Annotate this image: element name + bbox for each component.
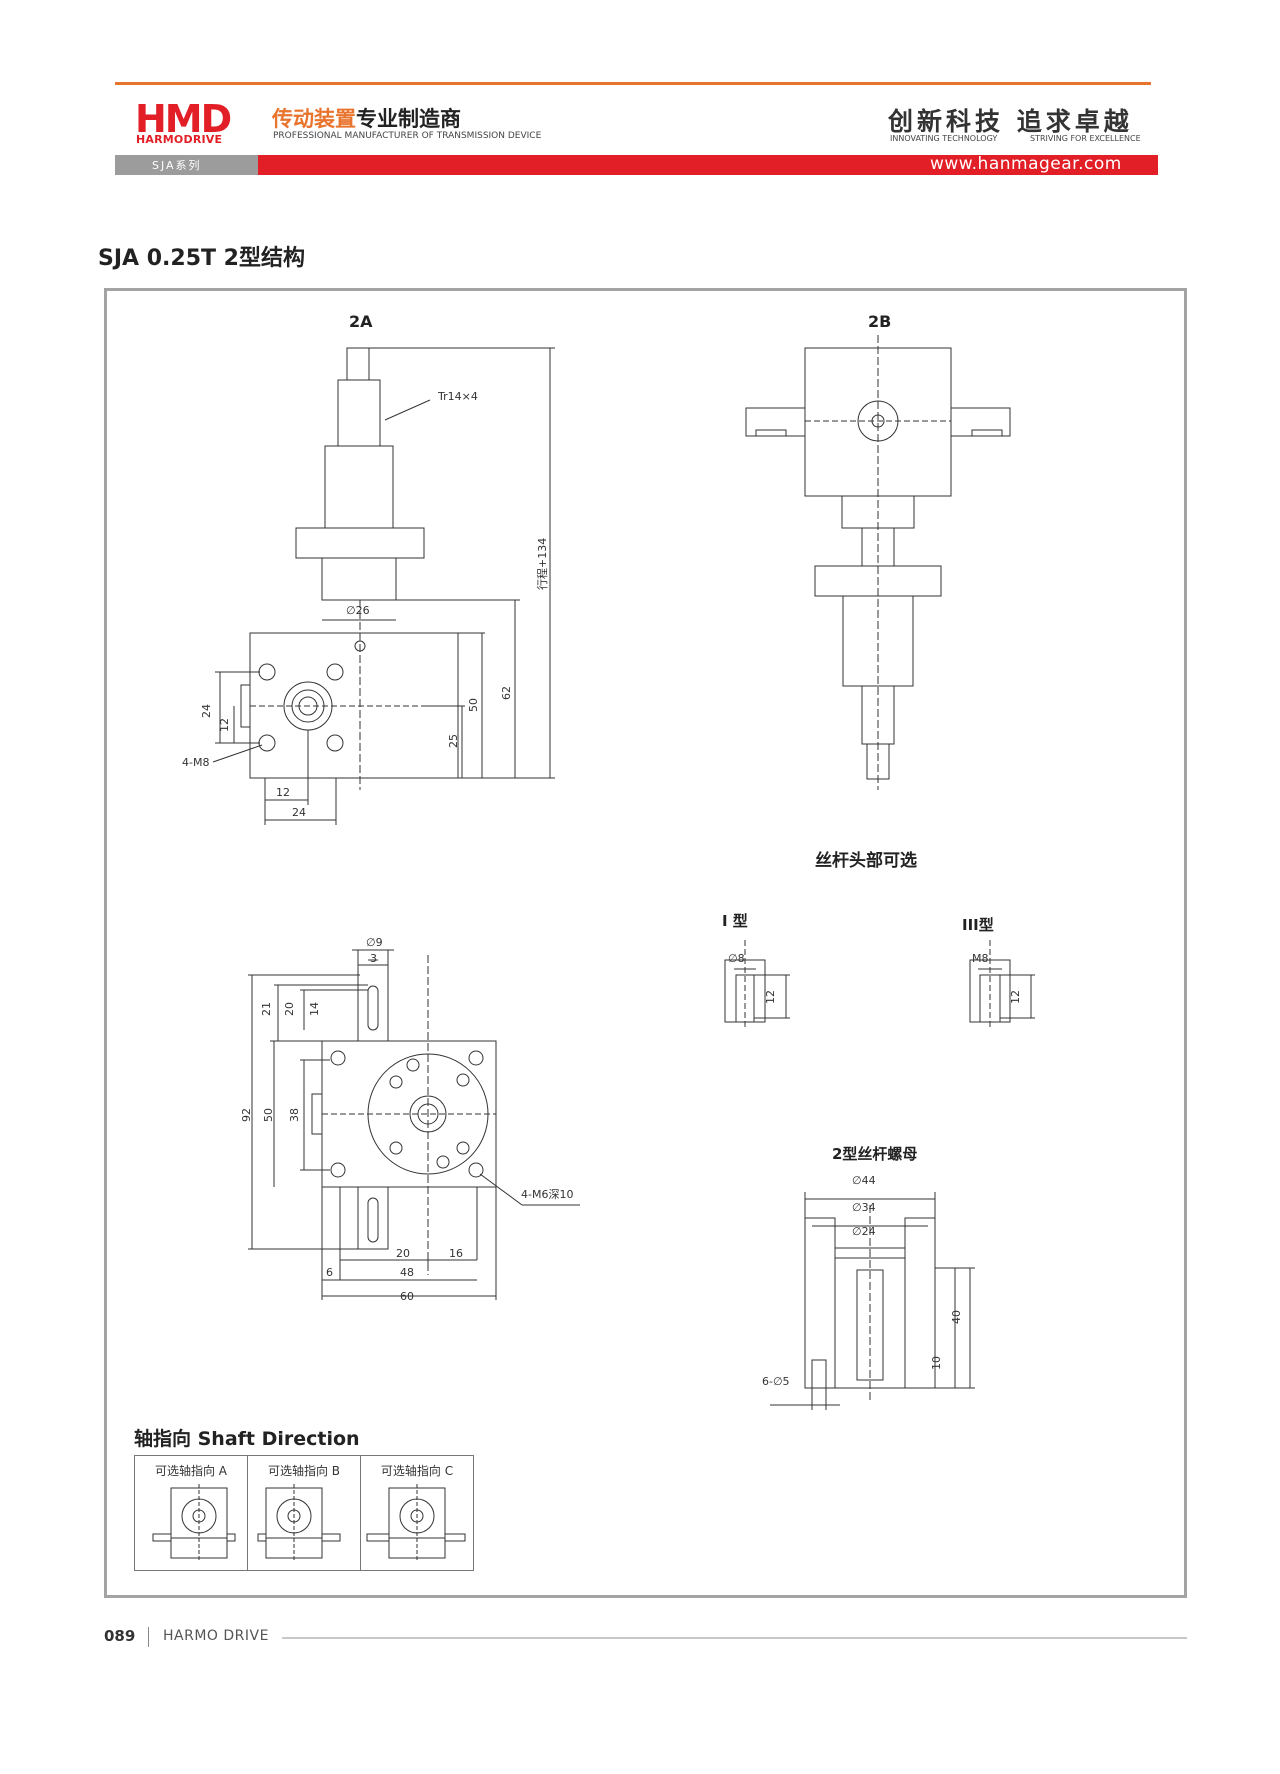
nut-drawing (770, 1192, 975, 1410)
tagline-cn: 传动装置专业制造商 (272, 103, 461, 133)
dim-thread: Tr14×4 (438, 390, 478, 403)
shaft-option-a: 可选轴指向 A (135, 1456, 248, 1570)
dim-20-vertical: 20 (283, 1002, 296, 1016)
dim-21: 21 (260, 1002, 273, 1016)
dim-i-12: 12 (764, 990, 777, 1004)
tagline-en: PROFESSIONAL MANUFACTURER OF TRANSMISSIO… (273, 131, 542, 141)
dim-nut-40: 40 (950, 1310, 963, 1324)
logo-subtext: HARMODRIVE (136, 133, 223, 146)
dim-4m8: 4-M8 (182, 756, 210, 769)
type-iii-label: III型 (962, 916, 994, 934)
dim-nut-d44: ∅44 (852, 1174, 876, 1187)
dim-50: 50 (467, 698, 480, 712)
shaft-option-b-label: 可选轴指向 B (267, 1464, 341, 1478)
dim-48: 48 (400, 1266, 414, 1279)
dim-38: 38 (288, 1108, 301, 1122)
dim-d26: ∅26 (346, 604, 370, 617)
shaft-option-b-diagram (257, 1484, 341, 1562)
dim-24-vertical: 24 (200, 704, 213, 718)
dim-3: 3 (370, 952, 377, 965)
dim-d9: ∅9 (366, 936, 383, 949)
dim-12-vertical: 12 (218, 718, 231, 732)
view-2a-label: 2A (349, 312, 373, 331)
dim-50-vertical: 50 (262, 1108, 275, 1122)
shaft-option-c-label: 可选轴指向 C (380, 1464, 454, 1478)
shaft-option-c-diagram (366, 1484, 466, 1562)
tagline-cn-highlight: 传动装置 (272, 107, 356, 131)
dim-nut-6d5: 6-∅5 (762, 1375, 790, 1388)
shaft-direction-table: 可选轴指向 A 可选轴指向 B 可选轴指向 C (134, 1455, 474, 1571)
dim-60: 60 (400, 1290, 414, 1303)
shaft-option-a-diagram (152, 1484, 236, 1562)
website-bar (258, 155, 1158, 175)
dim-4m6: 4-M6深10 (521, 1188, 574, 1201)
view-2a-drawing (212, 347, 555, 825)
type-i-label: I 型 (722, 912, 748, 930)
tagline-cn-rest: 专业制造商 (356, 107, 461, 131)
dim-24-bottom: 24 (292, 806, 306, 819)
shaft-option-c: 可选轴指向 C (361, 1456, 473, 1570)
slogan-en-1: INNOVATING TECHNOLOGY (890, 134, 998, 143)
drawing-frame (104, 288, 1187, 1598)
nut-title: 2型丝杆螺母 (832, 1145, 918, 1163)
series-bar (115, 155, 258, 175)
view-2b-drawing (745, 335, 1011, 790)
slogan-en-2: STRIVING FOR EXCELLENCE (1030, 134, 1141, 143)
shaft-option-a-label: 可选轴指向 A (154, 1464, 228, 1478)
screw-head-title: 丝杆头部可选 (815, 851, 917, 871)
dim-20-bottom: 20 (396, 1247, 410, 1260)
website-link[interactable]: www.hanmagear.com (930, 154, 1122, 174)
hmd-logo: HMD (135, 98, 233, 141)
dim-nut-10: 10 (930, 1356, 943, 1370)
dim-i-d8: ∅8 (728, 952, 745, 965)
dim-stroke: 行程+134 (536, 537, 549, 590)
dim-16: 16 (449, 1247, 463, 1260)
footer-brand: HARMO DRIVE (163, 1628, 269, 1644)
dim-iii-m8: M8 (972, 952, 989, 965)
series-tag: SJA系列 (152, 159, 202, 172)
footer-rule (282, 1637, 1187, 1639)
shaft-direction-title: 轴指向 Shaft Direction (134, 1428, 360, 1450)
header-top-rule (115, 82, 1151, 85)
dim-25: 25 (447, 734, 460, 748)
logo-text: HMD (135, 98, 231, 141)
dim-62: 62 (500, 686, 513, 700)
view-2b-label: 2B (868, 312, 892, 331)
slogan-cn: 创新科技 追求卓越 (888, 107, 1133, 136)
screw-head-drawings (724, 940, 1035, 1030)
dim-nut-d34: ∅34 (852, 1201, 876, 1214)
page-number: 089 (104, 1627, 136, 1645)
dim-6: 6 (326, 1266, 333, 1279)
footer-separator (148, 1627, 149, 1647)
page-title: SJA 0.25T 2型结构 (98, 246, 305, 271)
shaft-option-b: 可选轴指向 B (248, 1456, 361, 1570)
dim-nut-d24: ∅24 (852, 1225, 876, 1238)
dim-92: 92 (240, 1108, 253, 1122)
dim-14: 14 (308, 1002, 321, 1016)
dim-iii-12: 12 (1009, 990, 1022, 1004)
flange-view-drawing (248, 949, 580, 1300)
dim-12-bottom: 12 (276, 786, 290, 799)
